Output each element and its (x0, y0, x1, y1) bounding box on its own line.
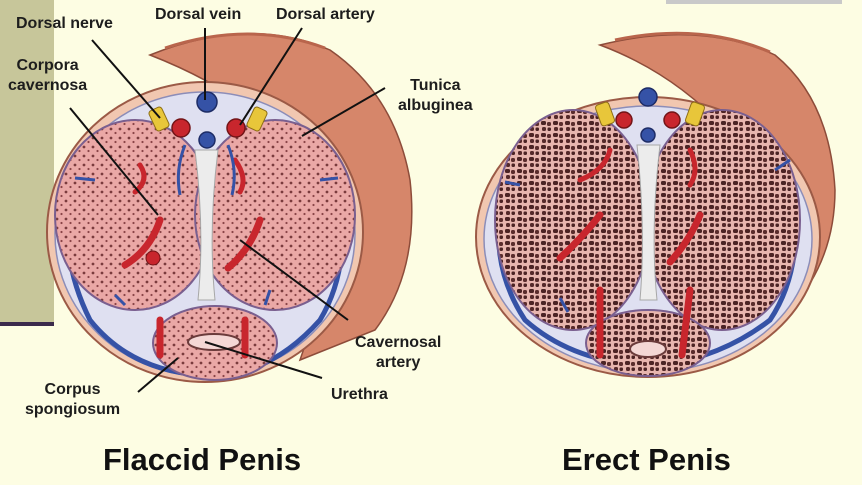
leader-lines (69, 27, 386, 393)
label-urethra: Urethra (331, 386, 388, 403)
label-dorsal-vein: Dorsal vein (155, 6, 242, 23)
sidebar-decoration (0, 0, 54, 326)
label-corpora-cavernosa: Corpora cavernosa (8, 57, 88, 94)
flaccid-cross-section (46, 32, 413, 383)
erect-cross-section (475, 31, 836, 378)
caption-flaccid: Flaccid Penis (103, 442, 302, 477)
label-dorsal-artery: Dorsal artery (276, 6, 375, 23)
label-corpus-spongiosum: Corpus spongiosum (25, 381, 121, 418)
caption-erect: Erect Penis (562, 442, 731, 477)
top-bar-decoration (666, 0, 842, 4)
label-tunica-albuginea: Tunica albuginea (398, 77, 473, 114)
label-dorsal-nerve: Dorsal nerve (16, 15, 113, 32)
label-cavernosal-artery: Cavernosal artery (355, 334, 442, 371)
